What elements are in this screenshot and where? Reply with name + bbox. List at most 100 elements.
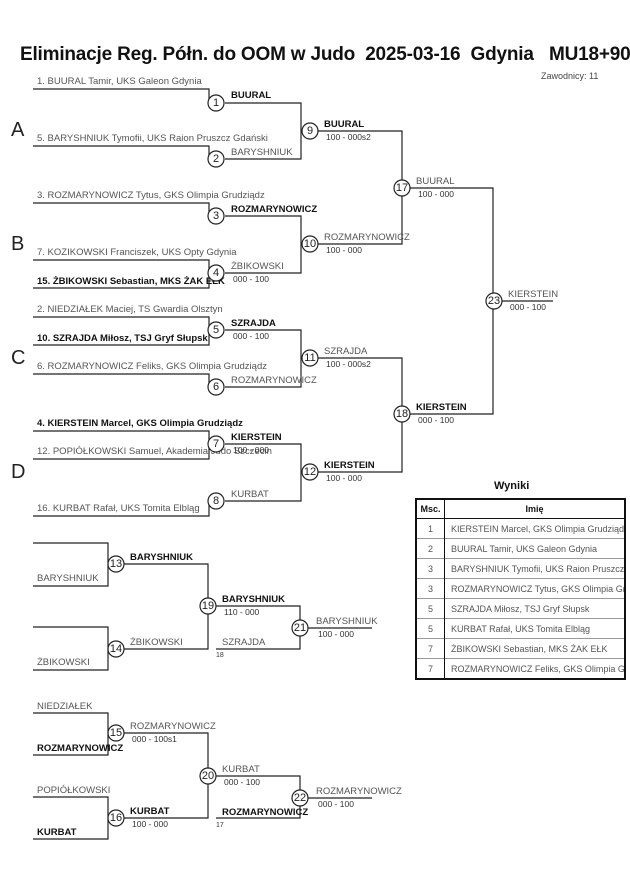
match-13-top: BARYSHNIUK bbox=[130, 552, 193, 563]
result-place: 3 bbox=[416, 578, 445, 599]
svg-text:8: 8 bbox=[213, 495, 219, 507]
svg-text:9: 9 bbox=[307, 125, 313, 137]
match-3-winner: ROZMARYNOWICZ bbox=[231, 204, 317, 215]
match-7-score: 100 - 000 bbox=[233, 445, 269, 455]
match-12-winner: KIERSTEIN bbox=[324, 460, 375, 471]
match-17-winner: BUURAL bbox=[416, 176, 455, 187]
match-node-19: 19 bbox=[199, 597, 217, 615]
match-node-23: 23 bbox=[485, 292, 503, 310]
result-name: BARYSHNIUK Tymofii, UKS Raion Pruszcz Gd… bbox=[444, 558, 625, 579]
competitors-count: Zawodnicy: 11 bbox=[541, 71, 599, 81]
section-c-label: C bbox=[11, 347, 25, 369]
svg-text:4: 4 bbox=[213, 267, 219, 279]
result-place: 7 bbox=[416, 658, 445, 679]
match-6-loser: ROZMARYNOWICZ bbox=[231, 375, 317, 386]
match-node-12: 12 bbox=[301, 463, 319, 481]
svg-text:6: 6 bbox=[213, 381, 219, 393]
repechage-entry-niedzialek: NIEDZIAŁEK bbox=[37, 701, 93, 712]
section-a-label: A bbox=[11, 119, 25, 141]
match-node-17: 17 bbox=[393, 179, 411, 197]
match-11-winner: SZRAJDA bbox=[324, 346, 368, 357]
svg-text:16: 16 bbox=[110, 812, 122, 824]
entry-kurbat: 16. KURBAT Rafał, UKS Tomita Elbląg bbox=[37, 503, 200, 514]
match-node-8: 8 bbox=[207, 492, 225, 510]
svg-text:15: 15 bbox=[110, 727, 122, 739]
match-node-4: 4 bbox=[207, 264, 225, 282]
match-1-winner: BUURAL bbox=[231, 90, 271, 101]
match-22-score: 000 - 100 bbox=[318, 799, 354, 809]
result-place: 1 bbox=[416, 518, 445, 539]
match-20-winner: KURBAT bbox=[222, 764, 260, 775]
match-19-loser: SZRAJDA bbox=[222, 637, 266, 648]
match-20-loser-ref: 17 bbox=[216, 822, 224, 829]
match-11-score: 100 - 000s2 bbox=[326, 359, 371, 369]
match-node-15: 15 bbox=[107, 724, 125, 742]
entry-buural: 1. BUURAL Tamir, UKS Galeon Gdynia bbox=[37, 76, 202, 87]
svg-text:10: 10 bbox=[304, 238, 316, 250]
match-14-top: ŻBIKOWSKI bbox=[130, 637, 183, 648]
repechage-entry-zbikowski: ŻBIKOWSKI bbox=[37, 657, 90, 668]
section-d-label: D bbox=[11, 461, 25, 483]
results-header-row: Msc. Imię bbox=[416, 499, 625, 519]
svg-text:18: 18 bbox=[396, 408, 408, 420]
entry-rozmarynowicz-tytus: 3. ROZMARYNOWICZ Tytus, GKS Olimpia Grud… bbox=[37, 190, 265, 201]
match-22-winner: ROZMARYNOWICZ bbox=[316, 786, 402, 797]
svg-text:20: 20 bbox=[202, 770, 214, 782]
entry-kozikowski: 7. KOZIKOWSKI Franciszek, UKS Opty Gdyni… bbox=[37, 247, 237, 258]
section-b-label: B bbox=[11, 233, 24, 255]
match-16-winner: KURBAT bbox=[130, 806, 170, 817]
svg-text:21: 21 bbox=[294, 622, 306, 634]
results-header-place: Msc. bbox=[416, 499, 445, 519]
match-18-winner: KIERSTEIN bbox=[416, 402, 467, 413]
match-21-winner: BARYSHNIUK bbox=[316, 616, 378, 627]
svg-text:3: 3 bbox=[213, 210, 219, 222]
result-place: 7 bbox=[416, 638, 445, 659]
svg-text:1: 1 bbox=[213, 97, 219, 109]
result-place: 2 bbox=[416, 538, 445, 559]
match-17-score: 100 - 000 bbox=[418, 189, 454, 199]
match-node-20: 20 bbox=[199, 767, 217, 785]
result-name: KURBAT Rafał, UKS Tomita Elbląg bbox=[444, 618, 625, 639]
entry-baryshniuk: 5. BARYSHNIUK Tymofii, UKS Raion Pruszcz… bbox=[37, 133, 268, 144]
repechage-1-lines bbox=[33, 542, 372, 671]
match-node-22: 22 bbox=[291, 789, 309, 807]
match-node-6: 6 bbox=[207, 378, 225, 396]
page-title: Eliminacje Reg. Półn. do OOM w Judo 2025… bbox=[20, 44, 630, 65]
svg-text:11: 11 bbox=[304, 352, 315, 364]
result-name: ROZMARYNOWICZ Tytus, GKS Olimpia Grudzią… bbox=[444, 578, 625, 599]
repechage-entry-popiolkowski: POPIÓŁKOWSKI bbox=[37, 785, 110, 796]
match-23-score: 000 - 100 bbox=[510, 302, 546, 312]
match-node-9: 9 bbox=[301, 122, 319, 140]
match-node-2: 2 bbox=[207, 150, 225, 168]
match-21-score: 100 - 000 bbox=[318, 629, 354, 639]
result-name: ŻBIKOWSKI Sebastian, MKS ŻAK EŁK bbox=[444, 638, 625, 659]
entry-niedzialek: 2. NIEDZIAŁEK Maciej, TS Gwardia Olsztyn bbox=[37, 304, 223, 315]
results-header-name: Imię bbox=[444, 499, 625, 519]
match-5-winner: SZRAJDA bbox=[231, 318, 276, 329]
match-15-winner: ROZMARYNOWICZ bbox=[130, 721, 216, 732]
match-19-loser-ref: 18 bbox=[216, 652, 224, 659]
match-node-3: 3 bbox=[207, 207, 225, 225]
svg-text:7: 7 bbox=[213, 438, 219, 450]
svg-text:5: 5 bbox=[213, 324, 219, 336]
match-10-winner: ROZMARYNOWICZ bbox=[324, 232, 410, 243]
svg-text:17: 17 bbox=[396, 182, 408, 194]
svg-text:13: 13 bbox=[110, 558, 122, 570]
repechage-entry-baryshniuk: BARYSHNIUK bbox=[37, 573, 99, 584]
match-8-loser: KURBAT bbox=[231, 489, 269, 500]
svg-text:2: 2 bbox=[213, 153, 219, 165]
match-7-winner: KIERSTEIN bbox=[231, 432, 282, 443]
match-23-winner: KIERSTEIN bbox=[508, 289, 558, 300]
svg-text:12: 12 bbox=[304, 466, 316, 478]
svg-text:19: 19 bbox=[202, 600, 214, 612]
match-2-loser: BARYSHNIUK bbox=[231, 147, 293, 158]
entry-rozmarynowicz-feliks: 6. ROZMARYNOWICZ Feliks, GKS Olimpia Gru… bbox=[37, 361, 267, 372]
match-node-14: 14 bbox=[107, 640, 125, 658]
match-9-winner: BUURAL bbox=[324, 119, 364, 130]
entry-popiolkowski: 12. POPIÓŁKOWSKI Samuel, Akademia Judo S… bbox=[37, 446, 272, 457]
